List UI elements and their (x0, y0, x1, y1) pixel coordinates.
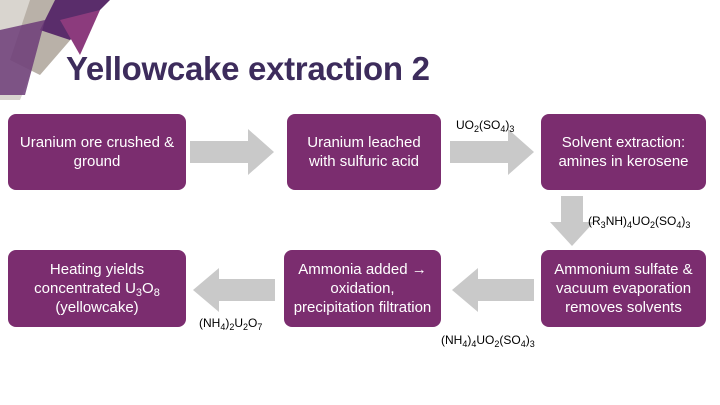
heating-text-pre: Heating yields concentrated U (34, 261, 145, 297)
slide-title: Yellowcake extraction 2 (66, 50, 430, 87)
heating-text-post: (yellowcake) (55, 299, 139, 316)
box-heating-yellowcake-text: Heating yields concentrated U3O8 (yellow… (27, 260, 167, 317)
label-nh44uo2so43: (NH4)4UO2(SO4)3 (441, 333, 535, 349)
corner-decoration (0, 0, 110, 100)
label-r3nh4uo2so4: (R3NH)4UO2(SO4)3 (588, 214, 691, 230)
box-solvent-extraction: Solvent extraction: amines in kerosene (541, 114, 706, 190)
box-ore-crushed-text: Uranium ore crushed & ground (19, 134, 175, 170)
label-nh42u2o7: (NH4)2U2O7 (199, 316, 263, 332)
arrow-right-2 (450, 129, 534, 175)
box-solvent-extraction-text: Solvent extraction: amines in kerosene (558, 134, 689, 170)
arrow-down (550, 196, 594, 246)
box-ore-crushed: Uranium ore crushed & ground (8, 114, 186, 190)
box-ammonia-added-text: Ammonia added → oxidation, precipitation… (293, 261, 432, 316)
box-heating-yellowcake: Heating yields concentrated U3O8 (yellow… (8, 250, 186, 327)
arrow-right-1 (190, 129, 274, 175)
box-uranium-leached: Uranium leached with sulfuric acid (287, 114, 441, 190)
arrow-left-2 (193, 268, 275, 312)
box-ammonium-sulfate: Ammonium sulfate & vacuum evaporation re… (541, 250, 706, 327)
box-ammonium-sulfate-text: Ammonium sulfate & vacuum evaporation re… (554, 261, 693, 316)
heating-sub-1: 3 (135, 287, 143, 299)
heating-text-mid: O (142, 280, 154, 297)
box-ammonia-added: Ammonia added → oxidation, precipitation… (284, 250, 441, 327)
heating-sub-2: 8 (153, 287, 160, 299)
box-uranium-leached-text: Uranium leached with sulfuric acid (307, 134, 421, 170)
arrow-left-1 (452, 268, 534, 312)
label-uo2so4: UO2(SO4)3 (456, 118, 515, 134)
